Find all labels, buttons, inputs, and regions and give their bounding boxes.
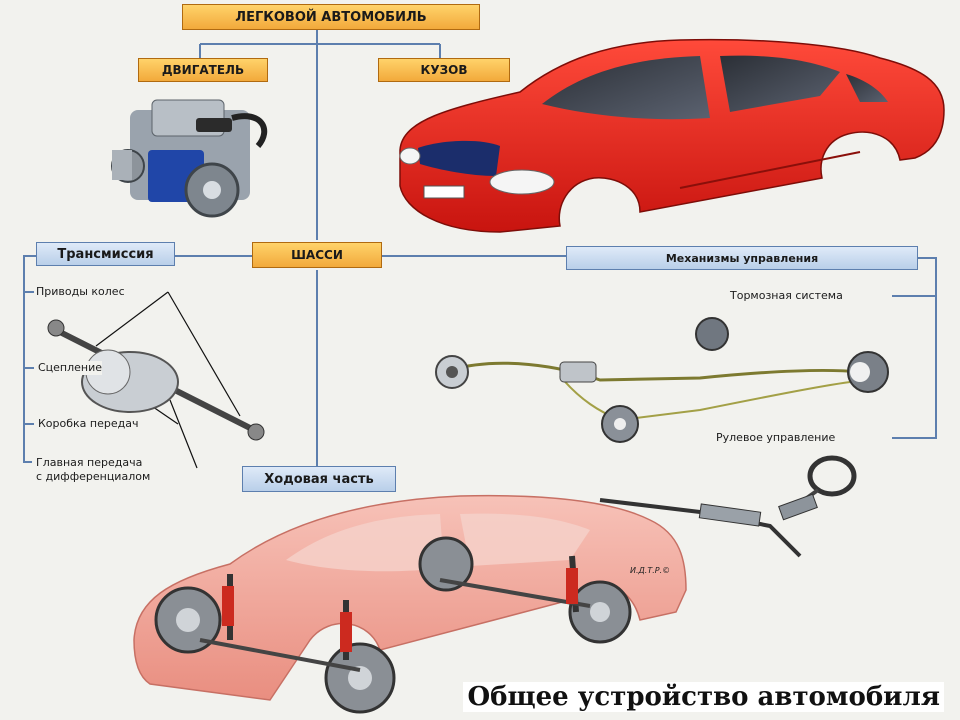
steering-illustration bbox=[599, 455, 857, 558]
label-clutch: Сцепление bbox=[38, 361, 103, 375]
label-brake-system: Тормозная система bbox=[730, 289, 843, 303]
engine-illustration bbox=[111, 99, 268, 218]
diagram-caption: Общее устройство автомобиля bbox=[463, 682, 944, 712]
label-final-drive: Главная передача bbox=[36, 456, 143, 470]
watermark-text: И.Д.Т.Р.© bbox=[630, 566, 671, 575]
transmission-pointers bbox=[95, 291, 241, 469]
node-running-gear: Ходовая часть bbox=[242, 466, 396, 492]
label-differential: с дифференциалом bbox=[36, 470, 151, 484]
car-body-illustration bbox=[399, 38, 945, 233]
node-engine: ДВИГАТЕЛЬ bbox=[138, 58, 268, 82]
node-controls: Механизмы управления bbox=[566, 246, 918, 270]
label-wheel-drives: Приводы колес bbox=[36, 285, 125, 299]
node-root: ЛЕГКОВОЙ АВТОМОБИЛЬ bbox=[182, 4, 480, 30]
node-transmission: Трансмиссия bbox=[36, 242, 175, 266]
node-body: КУЗОВ bbox=[378, 58, 510, 82]
chassis-car-illustration bbox=[133, 494, 687, 714]
brake-system-illustration bbox=[435, 317, 889, 443]
label-gearbox: Коробка передач bbox=[38, 417, 139, 431]
label-steering: Рулевое управление bbox=[716, 431, 836, 445]
connector-lines bbox=[23, 30, 937, 466]
node-chassis: ШАССИ bbox=[252, 242, 382, 268]
